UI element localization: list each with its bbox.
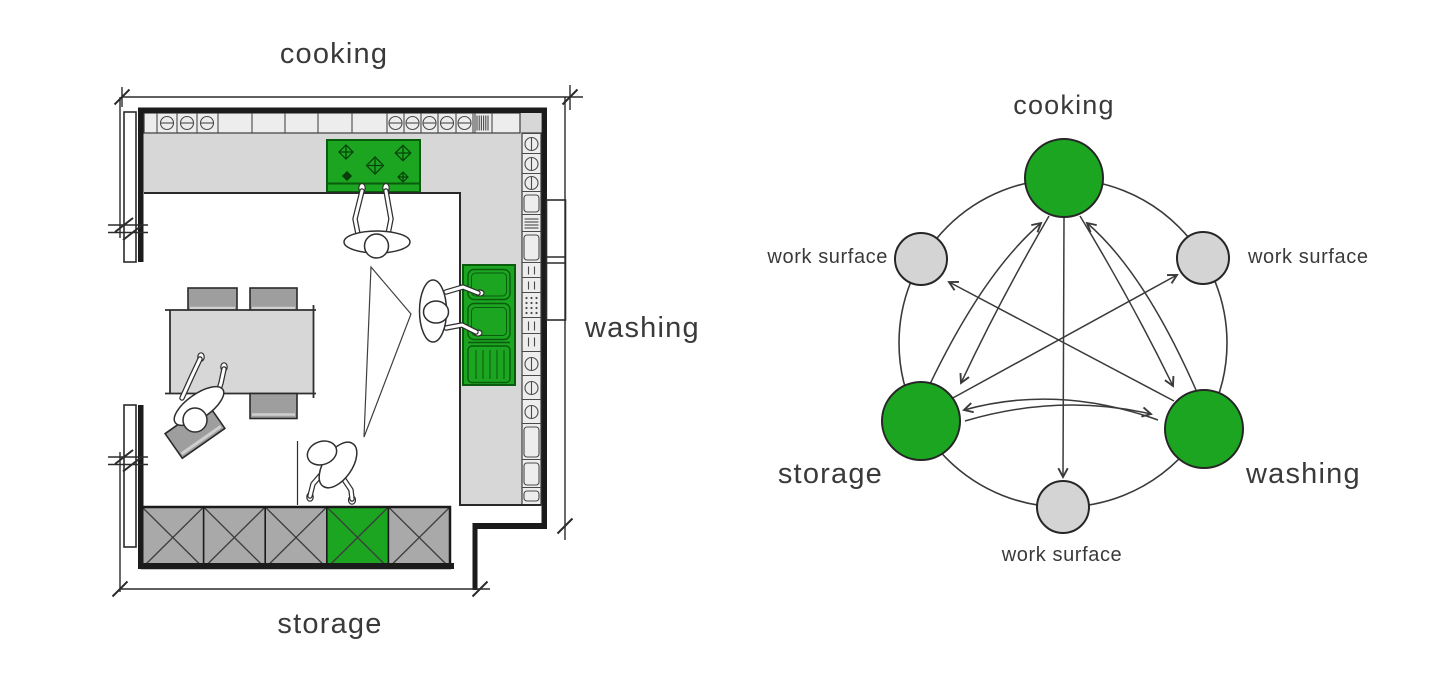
storage-cabinet-row [140,505,452,570]
person-cooking [343,182,411,259]
table [170,310,314,394]
edge-washing-to-cooking [1085,221,1197,391]
floor-plan [108,85,583,598]
flow-edges [929,215,1197,479]
edge-storage-to-washing [964,404,1153,422]
edge-cooking-to-washing [1079,215,1175,388]
node-storage [881,381,961,461]
node-label-work-surface-right: work surface [1248,246,1369,268]
edge-cooking-to-work-surface-bottom [1057,217,1069,479]
dimension-lines [108,85,583,598]
node-work-surface-bottom [1036,480,1090,534]
node-cooking [1024,138,1104,218]
window-right [545,199,567,321]
flow-nodes [881,138,1244,534]
top-cabinet-row [143,112,521,134]
person-storage [296,440,358,505]
dining-set [163,287,316,460]
edge-washing-to-work-surface-left [947,280,1175,402]
counter-inner-edge [144,192,541,506]
sink [462,264,516,386]
burner-icons [338,144,412,183]
walls [138,107,547,590]
window-left-top [123,111,137,263]
node-label-cooking: cooking [1013,90,1115,120]
plan-label-storage: storage [277,608,383,640]
node-work-surface-left [894,232,948,286]
right-appliance-strip [521,132,542,506]
plan-label-cooking: cooking [279,38,389,70]
node-label-work-surface-bottom: work surface [1001,544,1123,566]
work-triangle [363,265,412,438]
flow-diagram [881,138,1244,534]
edge-storage-to-cooking [929,221,1043,385]
window-left-bottom [123,404,137,548]
cooktop [326,139,421,193]
windows [123,111,567,548]
person-seated [173,352,228,433]
edge-cooking-to-storage [959,215,1050,385]
node-label-work-surface-left: work surface [767,246,888,268]
node-washing [1164,389,1244,469]
plan-label-washing: washing [585,312,700,344]
node-label-washing: washing [1246,458,1361,490]
node-work-surface-right [1176,231,1230,285]
edge-washing-to-storage [962,398,1159,421]
node-label-storage: storage [777,458,883,490]
person-washing [418,279,485,343]
